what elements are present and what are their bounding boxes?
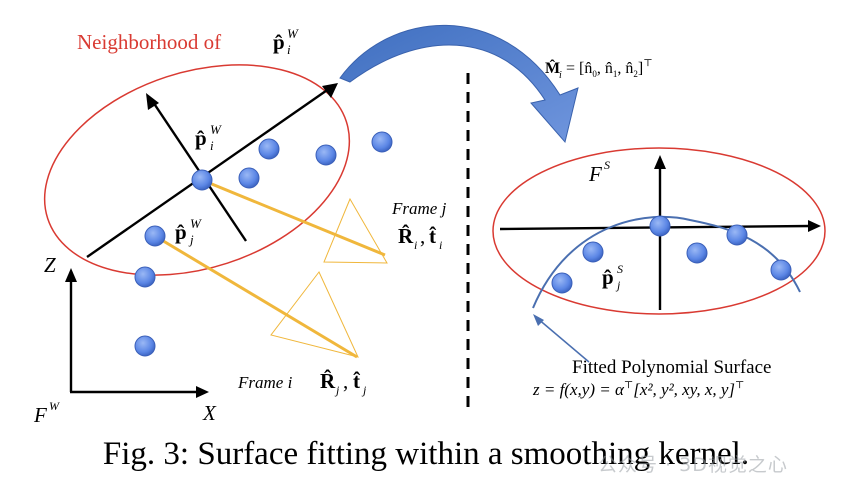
point bbox=[582, 241, 604, 263]
frame-j-R-sub: i bbox=[414, 238, 417, 252]
surface-x-axis-head bbox=[808, 220, 821, 232]
neighborhood-ellipse bbox=[43, 64, 351, 276]
transform-arrow bbox=[339, 24, 579, 144]
frame-line-j bbox=[201, 178, 386, 257]
frame-i-t-sub: j bbox=[361, 383, 367, 397]
local-axis-long-head bbox=[322, 83, 338, 98]
neighborhood-label: Neighborhood of bbox=[77, 30, 221, 54]
frame-i-R: R̂ bbox=[320, 369, 336, 393]
p-j-s-label: p̂ bbox=[602, 265, 614, 289]
p-i-label: p̂ bbox=[195, 126, 207, 150]
fitted-title: Fitted Polynomial Surface bbox=[572, 357, 771, 378]
p-i-sup: W bbox=[210, 122, 222, 137]
surface-frame-label: F bbox=[588, 162, 602, 186]
world-frame-sup: W bbox=[49, 399, 60, 413]
world-x-axis-head bbox=[196, 386, 209, 398]
point bbox=[134, 266, 156, 288]
point bbox=[770, 259, 792, 281]
point bbox=[191, 169, 213, 191]
world-frame-label: F bbox=[33, 403, 47, 427]
camera-frustum-i bbox=[270, 271, 359, 358]
frame-j-t: t̂ bbox=[429, 224, 437, 248]
frame-line-i bbox=[154, 234, 358, 359]
watermark: 公众号 · 3D视觉之心 bbox=[598, 454, 788, 476]
camera-frustum-j bbox=[323, 197, 388, 264]
frame-i-t: t̂ bbox=[353, 369, 361, 393]
point bbox=[551, 272, 573, 294]
frame-j-R: R̂ bbox=[398, 224, 414, 248]
point bbox=[726, 224, 748, 246]
neighborhood-p-sup: W bbox=[287, 26, 299, 41]
point bbox=[134, 335, 156, 357]
m-hat-rhs: = [n̂0, n̂1, n̂2]⊤ bbox=[566, 58, 653, 79]
callout-line bbox=[536, 317, 590, 363]
local-axis-short-head bbox=[146, 93, 159, 110]
local-axis-short bbox=[150, 98, 247, 242]
world-z-axis-head bbox=[65, 268, 77, 282]
p-j-sub: j bbox=[188, 232, 194, 247]
figure-caption: Fig. 3: Surface fitting within a smoothi… bbox=[102, 436, 750, 472]
p-j-label: p̂ bbox=[175, 220, 187, 244]
m-hat-label: M̂ bbox=[545, 59, 560, 77]
m-hat-sub: i bbox=[559, 70, 562, 81]
local-axis-long bbox=[86, 85, 334, 258]
world-z-label: Z bbox=[44, 253, 56, 277]
frame-j-t-sub: i bbox=[439, 238, 442, 252]
point bbox=[258, 138, 280, 160]
frame-i-R-sub: j bbox=[334, 383, 340, 397]
surface-frame-sup: S bbox=[604, 158, 610, 172]
surface-ellipse bbox=[492, 147, 826, 315]
p-j-s-sub: j bbox=[615, 278, 621, 292]
point bbox=[238, 167, 260, 189]
p-i-sub: i bbox=[210, 138, 214, 153]
neighborhood-p-hat: p̂ bbox=[273, 30, 285, 54]
frame-j-label: Frame j bbox=[391, 199, 447, 218]
callout-head bbox=[533, 314, 544, 326]
frame-j-comma: , bbox=[420, 224, 425, 248]
point bbox=[686, 242, 708, 264]
p-j-sup: W bbox=[190, 216, 202, 231]
point bbox=[315, 144, 337, 166]
fitted-curve bbox=[532, 215, 801, 309]
world-x-label: X bbox=[202, 401, 217, 425]
point bbox=[649, 215, 671, 237]
p-j-s-sup: S bbox=[617, 262, 623, 276]
surface-z-axis-head bbox=[654, 155, 666, 169]
point bbox=[144, 225, 166, 247]
neighborhood-p-sub: i bbox=[287, 42, 291, 57]
frame-i-comma: , bbox=[343, 369, 348, 393]
frame-i-label: Frame i bbox=[237, 373, 293, 392]
point bbox=[371, 131, 393, 153]
fitted-equation: z = f(x,y) = α⊤[x², y², xy, x, y]⊤ bbox=[532, 380, 744, 399]
